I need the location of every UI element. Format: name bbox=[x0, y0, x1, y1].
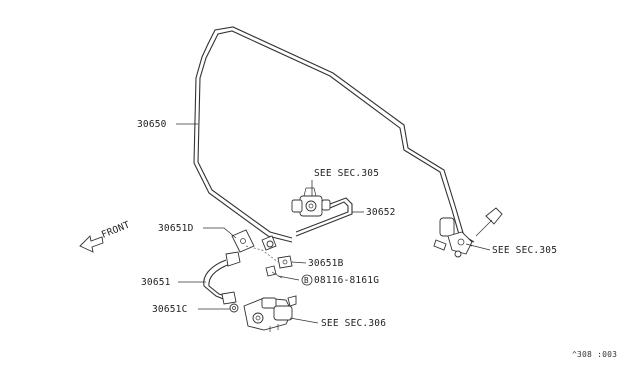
bolt-circle-letter: B bbox=[304, 276, 309, 285]
operating-cylinder bbox=[243, 295, 297, 332]
label-30651: 30651 bbox=[141, 277, 171, 288]
label-see-sec-306: SEE SEC.306 bbox=[321, 318, 386, 329]
bolt-b-circle bbox=[301, 274, 313, 286]
bolt-callout: B 08116-8161G bbox=[301, 274, 379, 286]
clutch-pipe-30650 bbox=[193, 26, 475, 247]
diagram-reference-code: ^308 :003 bbox=[572, 350, 617, 359]
front-direction-arrow: FRONT bbox=[79, 219, 132, 253]
leader-lines bbox=[176, 123, 491, 324]
label-30651b: 30651B bbox=[308, 258, 344, 269]
clip-30651b bbox=[277, 255, 293, 269]
label-30651c: 30651C bbox=[152, 304, 188, 315]
bolt-08116-8161g bbox=[265, 265, 283, 279]
upper-bracket-assembly bbox=[291, 187, 353, 237]
clutch-hose-30651 bbox=[203, 251, 241, 305]
label-30652: 30652 bbox=[366, 207, 396, 218]
washer-30651c bbox=[229, 303, 239, 313]
bracket-30651d bbox=[231, 229, 279, 263]
front-label: FRONT bbox=[100, 219, 132, 240]
label-see-sec-305-right: SEE SEC.305 bbox=[492, 245, 557, 256]
label-30650: 30650 bbox=[137, 119, 167, 130]
label-30651d: 30651D bbox=[158, 223, 194, 234]
right-clutch-fitting bbox=[433, 207, 503, 258]
label-08116-8161g: 08116-8161G bbox=[314, 275, 379, 286]
label-see-sec-305-top: SEE SEC.305 bbox=[314, 168, 379, 179]
